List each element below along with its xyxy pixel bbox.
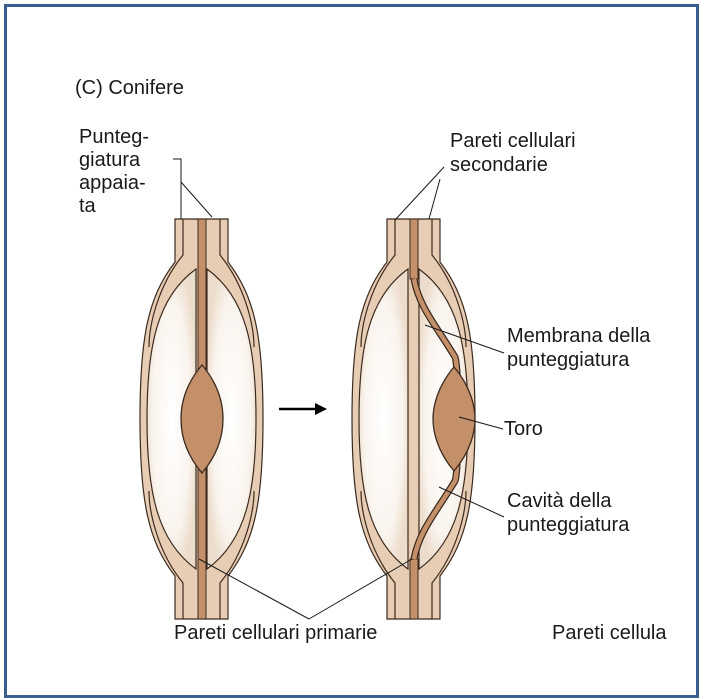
pit-pair-line-1: Punteg-	[79, 126, 149, 148]
pit-cavity-line-1: Cavità della	[507, 490, 612, 512]
pit-membrane-line-2: punteggiatura	[507, 349, 630, 371]
panel-title: (C) Conifere	[75, 77, 184, 99]
conifer-pit-diagram: (C) Conifere	[7, 7, 696, 695]
secondary-walls-label: Pareti cellulari secondarie	[450, 130, 581, 176]
pit-pair-line-3: appaia-	[79, 172, 146, 194]
pit-pair-line-2: giatura	[79, 149, 141, 171]
pit-cavity-line-2: punteggiatura	[507, 514, 630, 536]
primary-walls-label: Pareti cellulari primarie	[174, 622, 377, 644]
pit-membrane-line-1: Membrana della	[507, 325, 651, 347]
pit-pair-label: Punteg- giatura appaia- ta	[79, 126, 155, 217]
figure-frame: (C) Conifere	[4, 4, 699, 698]
pit-membrane-label: Membrana della punteggiatura	[507, 325, 656, 371]
aspirated-pit-pair	[352, 219, 475, 619]
open-pit-pair	[140, 219, 263, 619]
secondary-walls-line-1: Pareti cellulari	[450, 130, 576, 152]
primary-walls-cut-label: Pareti cellula	[552, 622, 667, 644]
pit-pair-line-4: ta	[79, 195, 97, 217]
torus-label: Toro	[504, 418, 543, 440]
secondary-walls-line-2: secondarie	[450, 154, 548, 176]
pit-cavity-label: Cavità della punteggiatura	[507, 490, 630, 536]
right-arrow-icon	[279, 403, 327, 415]
